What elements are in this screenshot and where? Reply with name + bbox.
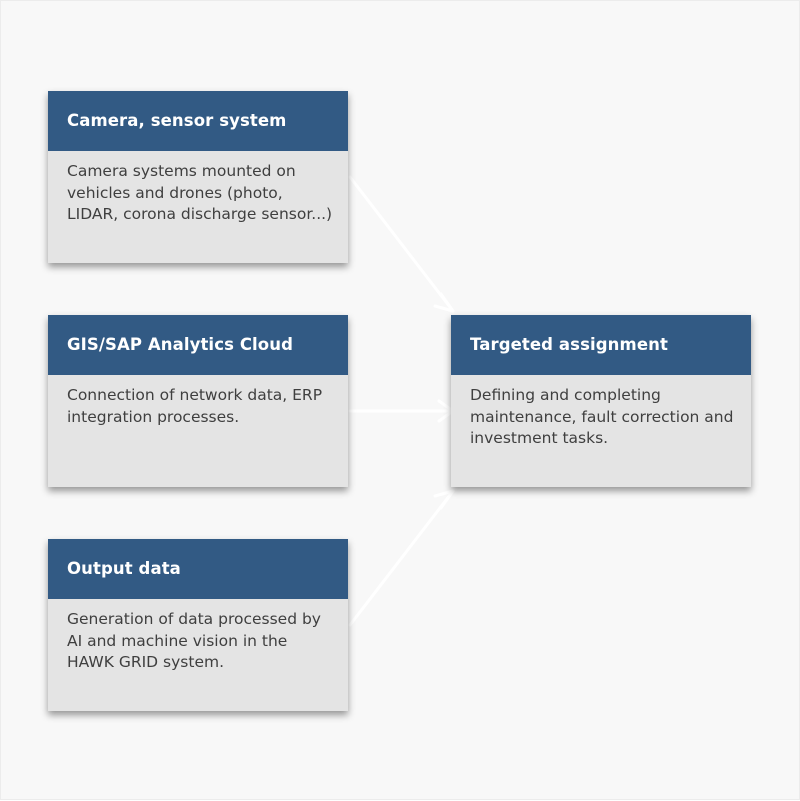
card-title: Output data	[48, 539, 348, 599]
card-title: GIS/SAP Analytics Cloud	[48, 315, 348, 375]
source-card-camera-sensor: Camera, sensor system Camera systems mou…	[48, 91, 348, 263]
card-title: Targeted assignment	[451, 315, 751, 375]
card-title: Camera, sensor system	[48, 91, 348, 151]
card-description: Defining and completing maintenance, fau…	[470, 386, 734, 447]
card-description: Connection of network data, ERP integrat…	[67, 386, 323, 426]
source-card-output-data: Output data Generation of data processed…	[48, 539, 348, 711]
target-card-targeted-assignment: Targeted assignment Defining and complet…	[451, 315, 751, 487]
arrow-camera-to-target	[348, 175, 455, 313]
arrow-gis-to-target	[348, 399, 455, 423]
card-description: Camera systems mounted on vehicles and d…	[67, 162, 333, 223]
source-card-gis-sap: GIS/SAP Analytics Cloud Connection of ne…	[48, 315, 348, 487]
arrow-output-to-target	[348, 489, 455, 627]
card-description: Generation of data processed by AI and m…	[67, 610, 321, 671]
